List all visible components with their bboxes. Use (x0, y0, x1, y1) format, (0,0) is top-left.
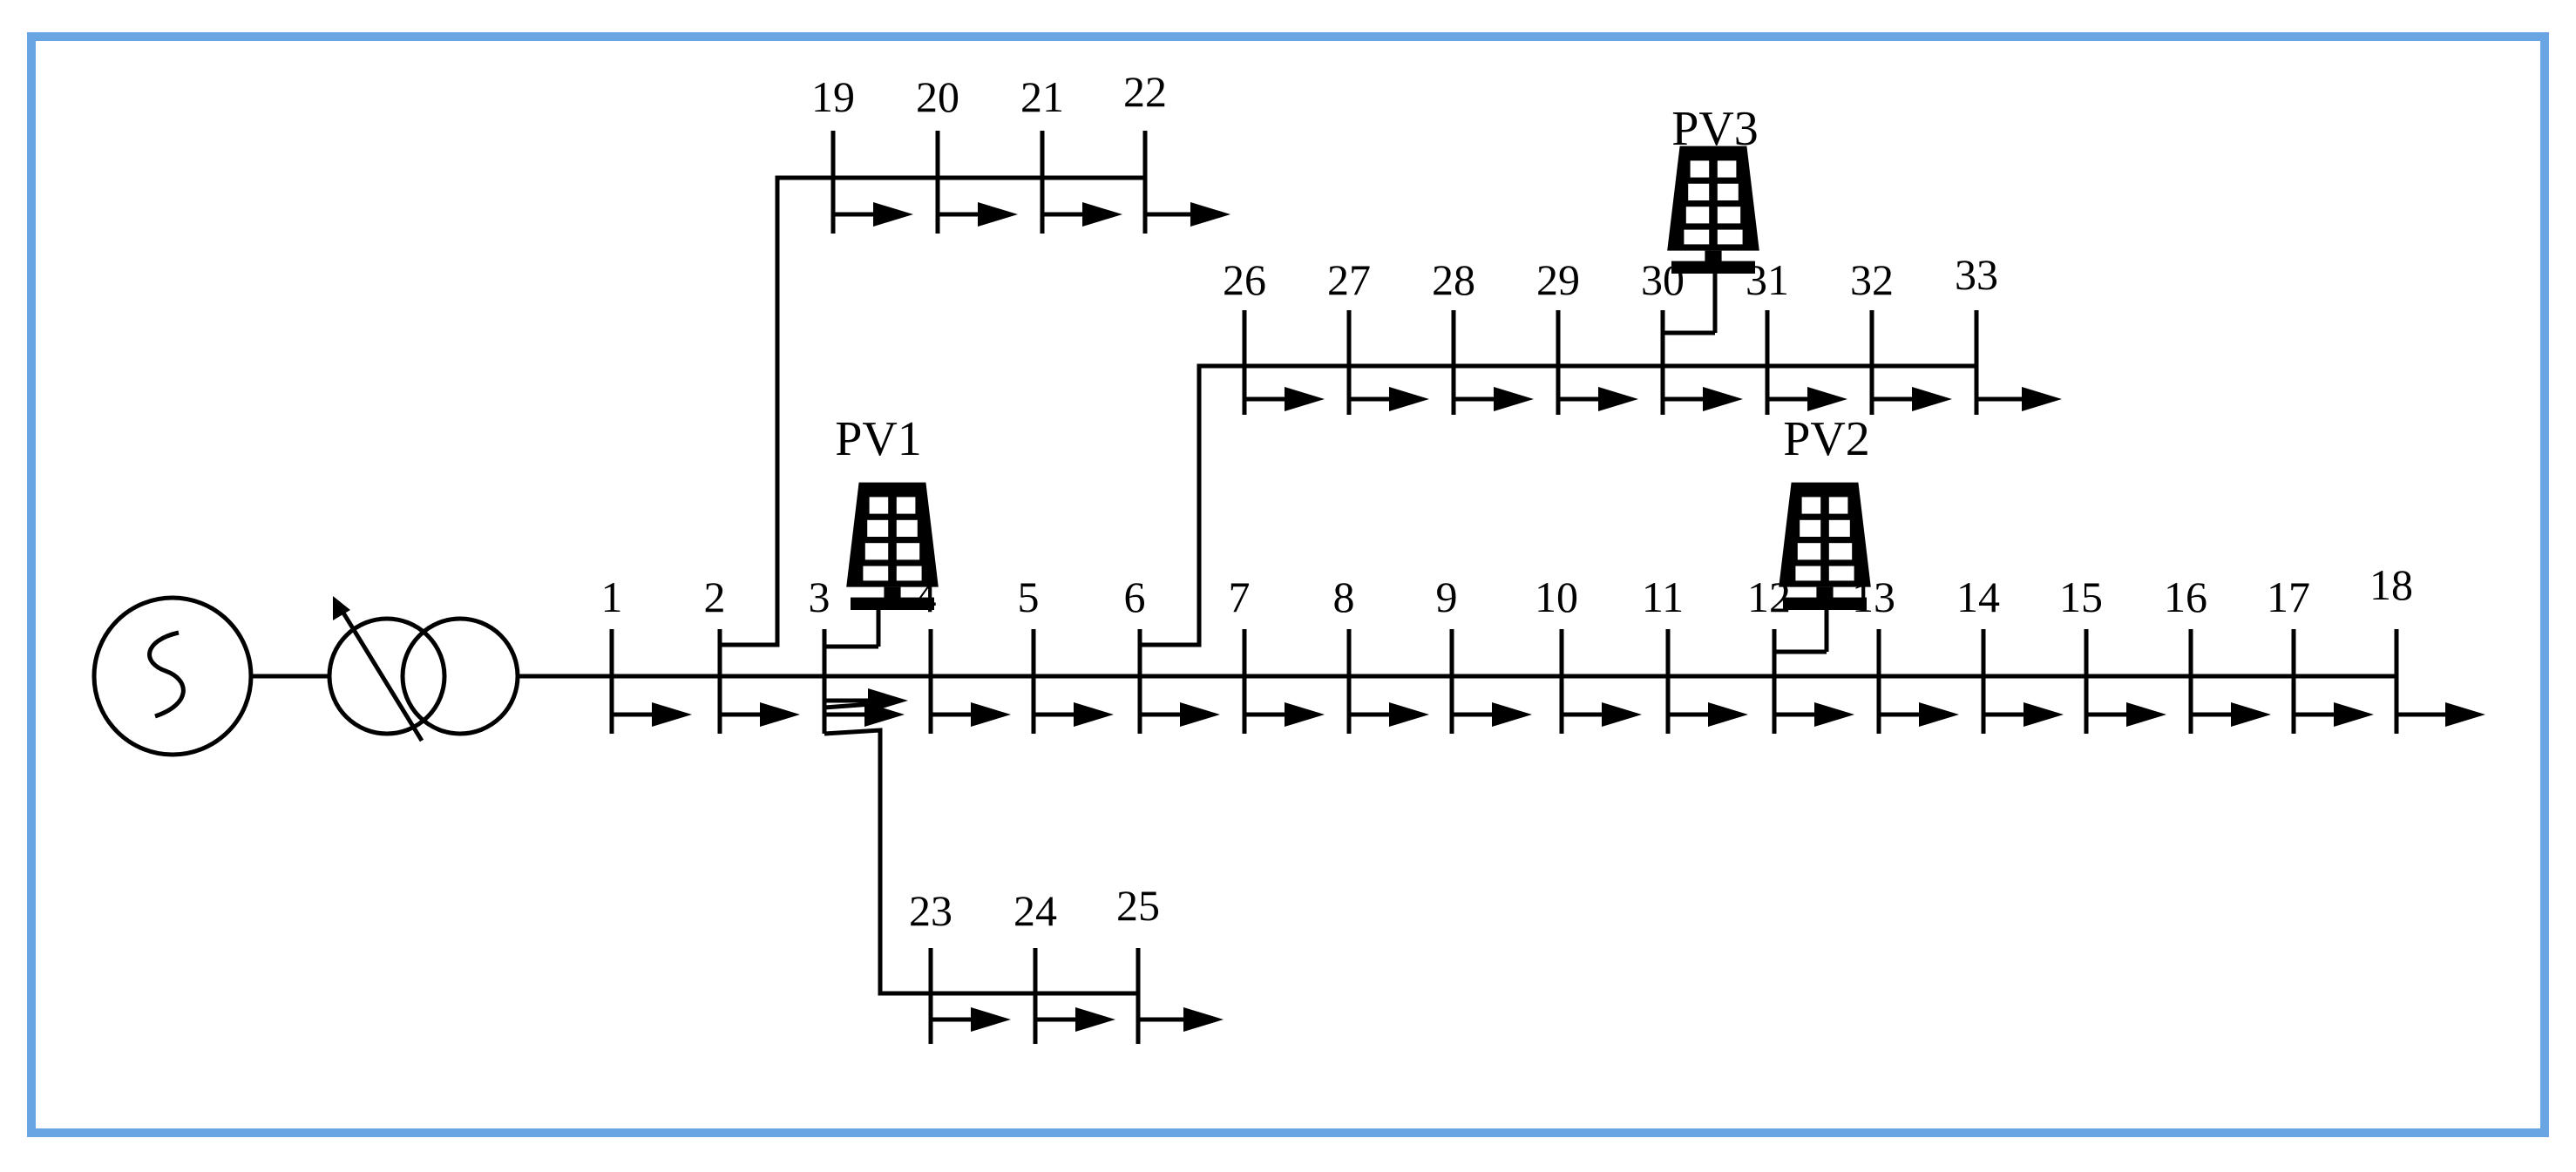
main-feeder (609, 610, 2485, 734)
bus-30-load-icon (1663, 387, 1743, 411)
bus-11-label: 11 (1642, 572, 1684, 621)
tap-changing-transformer-icon (327, 596, 520, 742)
bus-27-label: 27 (1327, 255, 1371, 304)
bus-29-label: 29 (1536, 255, 1580, 304)
bus-16-label: 16 (2164, 572, 2207, 621)
bus-2-label: 2 (704, 572, 726, 621)
bus-18-label: 18 (2369, 560, 2413, 609)
bus-25-load-icon (1138, 1007, 1224, 1032)
bus-33-load-icon (1976, 387, 2062, 411)
bus-7-load-icon (1244, 702, 1325, 727)
bus-16-load-icon (2191, 702, 2271, 727)
bus-20-label: 20 (916, 72, 959, 121)
bus-6-label: 6 (1124, 572, 1146, 621)
bus-15-load-icon (2086, 702, 2166, 727)
bus-20-load-icon (938, 202, 1018, 227)
pv3-solar-panel-icon: PV3 (1667, 102, 1759, 274)
bus-21-load-icon (1042, 202, 1122, 227)
pv3-label: PV3 (1671, 102, 1759, 156)
bus-32-load-icon (1872, 387, 1952, 411)
bus-1-load-icon (612, 702, 692, 727)
bus-14-label: 14 (1956, 572, 2000, 621)
bus-11-load-icon (1668, 702, 1748, 727)
bus-9-load-icon (1452, 702, 1532, 727)
bus-2-load-icon (720, 702, 800, 727)
bus-7-label: 7 (1229, 572, 1251, 621)
bus-32-label: 32 (1850, 255, 1894, 304)
bus-22-load-icon (1145, 202, 1230, 227)
ac-source-icon (92, 595, 254, 757)
bus-3-branch-stub (824, 701, 872, 710)
bus-4-load-icon (931, 702, 1011, 727)
bus-18-load-icon (2396, 702, 2485, 727)
branch-23-25-line (824, 728, 1138, 996)
branch-23-25 (824, 688, 1224, 1044)
outer-border (27, 32, 2549, 1137)
bus-22-label: 22 (1123, 67, 1167, 116)
bus-8-load-icon (1349, 702, 1429, 727)
bus-28-load-icon (1454, 387, 1534, 411)
bus-10-load-icon (1562, 702, 1642, 727)
bus-21-label: 21 (1020, 72, 1064, 121)
bus-14-load-icon (1983, 702, 2064, 727)
branch-19-22 (720, 131, 1230, 647)
bus-25-label: 25 (1116, 881, 1160, 930)
bus-9-label: 9 (1436, 572, 1458, 621)
bus-3-label: 3 (809, 572, 830, 621)
bus-17-load-icon (2294, 702, 2374, 727)
bus-29-load-icon (1558, 387, 1638, 411)
bus-5-load-icon (1034, 702, 1114, 727)
bus-6-load-icon (1140, 702, 1220, 727)
bus-19-load-icon (833, 202, 913, 227)
bus-24-load-icon (1035, 1007, 1115, 1032)
bus-8-label: 8 (1333, 572, 1355, 621)
bus-12-load-icon (1774, 702, 1854, 727)
bus-27-load-icon (1349, 387, 1429, 411)
bus-10-label: 10 (1535, 572, 1578, 621)
branch-26-33 (1140, 274, 2062, 647)
bus-24-label: 24 (1013, 886, 1057, 935)
pv1-label: PV1 (835, 412, 922, 466)
pv2-label: PV2 (1783, 412, 1870, 466)
bus-3-extra-load-icon (824, 688, 908, 713)
bus-23-label: 23 (909, 886, 952, 935)
bus-33-label: 33 (1955, 250, 1998, 299)
bus-15-label: 15 (2059, 572, 2103, 621)
pv1-solar-panel-icon: PV1 (835, 412, 939, 610)
pv2-solar-panel-icon: PV2 (1779, 412, 1871, 610)
bus-19-label: 19 (811, 72, 855, 121)
bus-23-load-icon (931, 1007, 1011, 1032)
bus-26-label: 26 (1223, 255, 1266, 304)
branch-26-33-line (1140, 363, 1976, 647)
bus-13-load-icon (1879, 702, 1959, 727)
branch-19-22-line (720, 175, 1145, 647)
bus-31-load-icon (1767, 387, 1847, 411)
bus-1-label: 1 (601, 572, 623, 621)
bus-5-label: 5 (1018, 572, 1040, 621)
bus-26-load-icon (1244, 387, 1325, 411)
bus-28-label: 28 (1432, 255, 1475, 304)
bus-17-label: 17 (2267, 572, 2310, 621)
